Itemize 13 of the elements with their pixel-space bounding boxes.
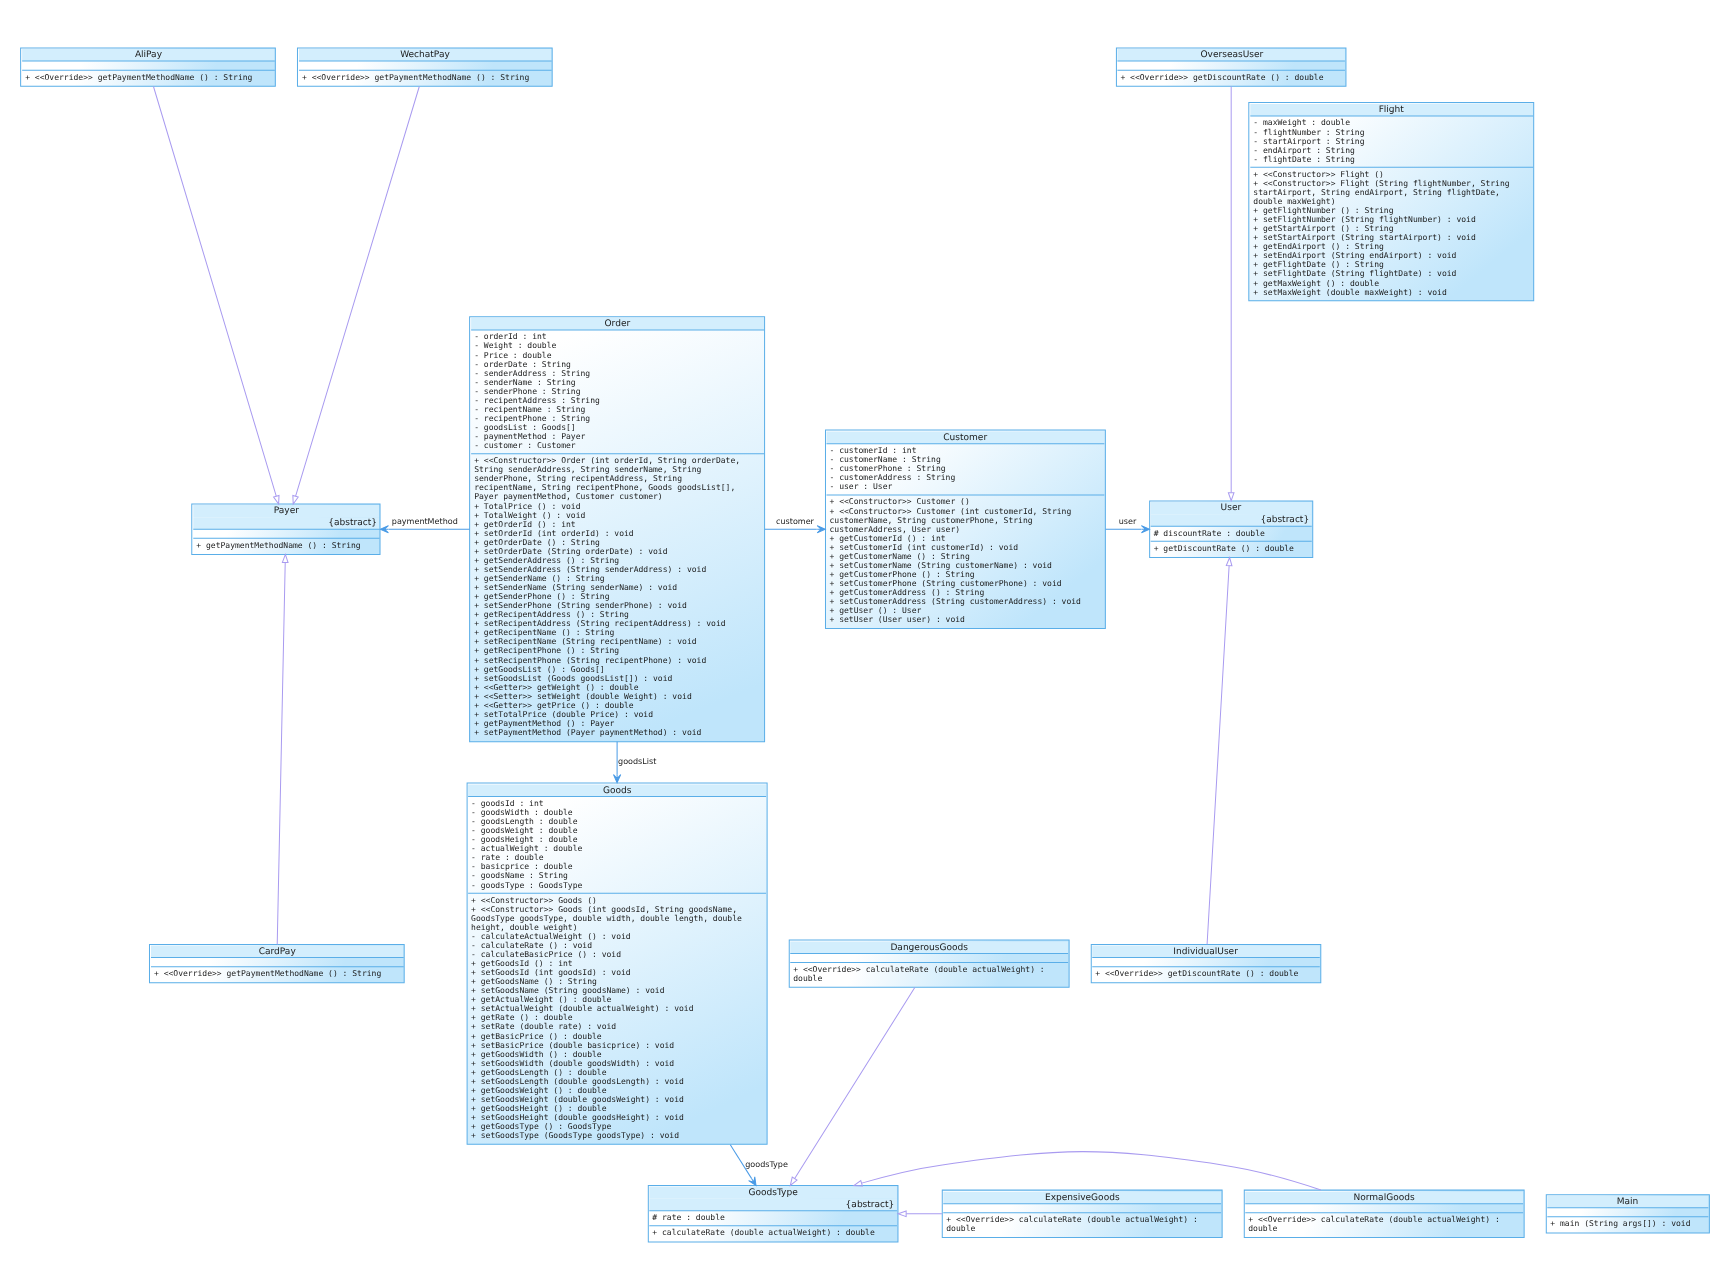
arrow <box>152 84 280 505</box>
arrow <box>1105 524 1150 533</box>
arrow <box>1227 84 1235 502</box>
arrow <box>764 524 826 533</box>
arrow <box>896 1209 943 1217</box>
arrow <box>789 986 916 1186</box>
arrow <box>729 1143 757 1186</box>
arrow <box>852 1150 1322 1190</box>
arrow <box>276 551 289 944</box>
arrow <box>379 524 471 533</box>
arrow <box>612 740 622 783</box>
arrow <box>292 84 420 505</box>
arrow <box>1206 555 1233 944</box>
